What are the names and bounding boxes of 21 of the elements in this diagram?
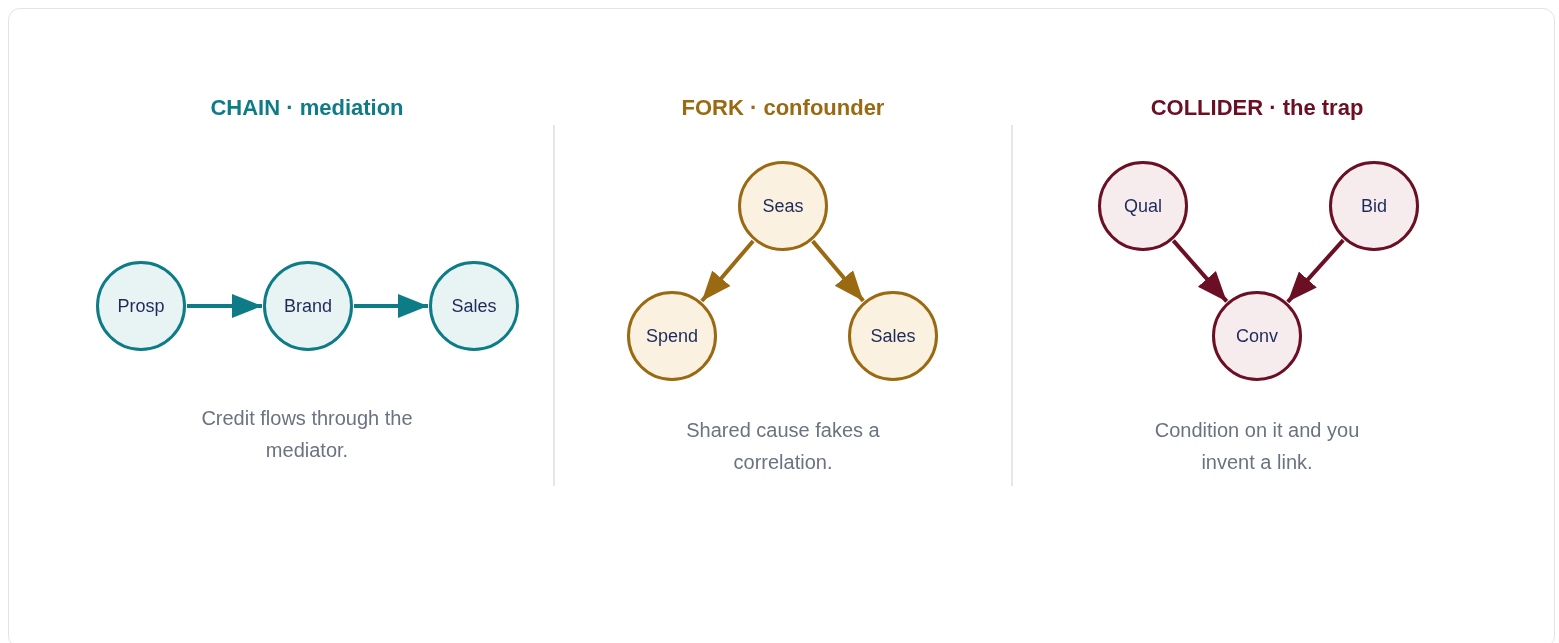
node-label: Brand xyxy=(283,295,332,317)
node-label: Conv xyxy=(1236,325,1278,347)
node-label: Qual xyxy=(1124,195,1162,217)
arrow xyxy=(187,294,262,318)
node-label: Seas xyxy=(762,195,804,217)
panel-title: CHAIN · mediation xyxy=(209,95,405,121)
node-label: Prosp xyxy=(117,295,165,317)
node-label: Sales xyxy=(451,295,497,317)
node-label: Spend xyxy=(645,325,699,347)
arrow xyxy=(700,239,755,303)
panel-title: FORK · confounder xyxy=(680,95,886,121)
caption: Condition on it and you invent a link. xyxy=(1153,418,1361,475)
panel-title: COLLIDER · the trap xyxy=(1149,95,1365,121)
arrow xyxy=(1286,238,1345,304)
node-label: Sales xyxy=(870,325,916,347)
arrow xyxy=(354,294,428,318)
arrow xyxy=(1171,239,1229,303)
caption: Credit flows through the mediator. xyxy=(200,406,414,463)
arrow xyxy=(811,239,865,303)
node-label: Bid xyxy=(1361,195,1387,217)
caption: Shared cause fakes a correlation. xyxy=(685,418,881,475)
